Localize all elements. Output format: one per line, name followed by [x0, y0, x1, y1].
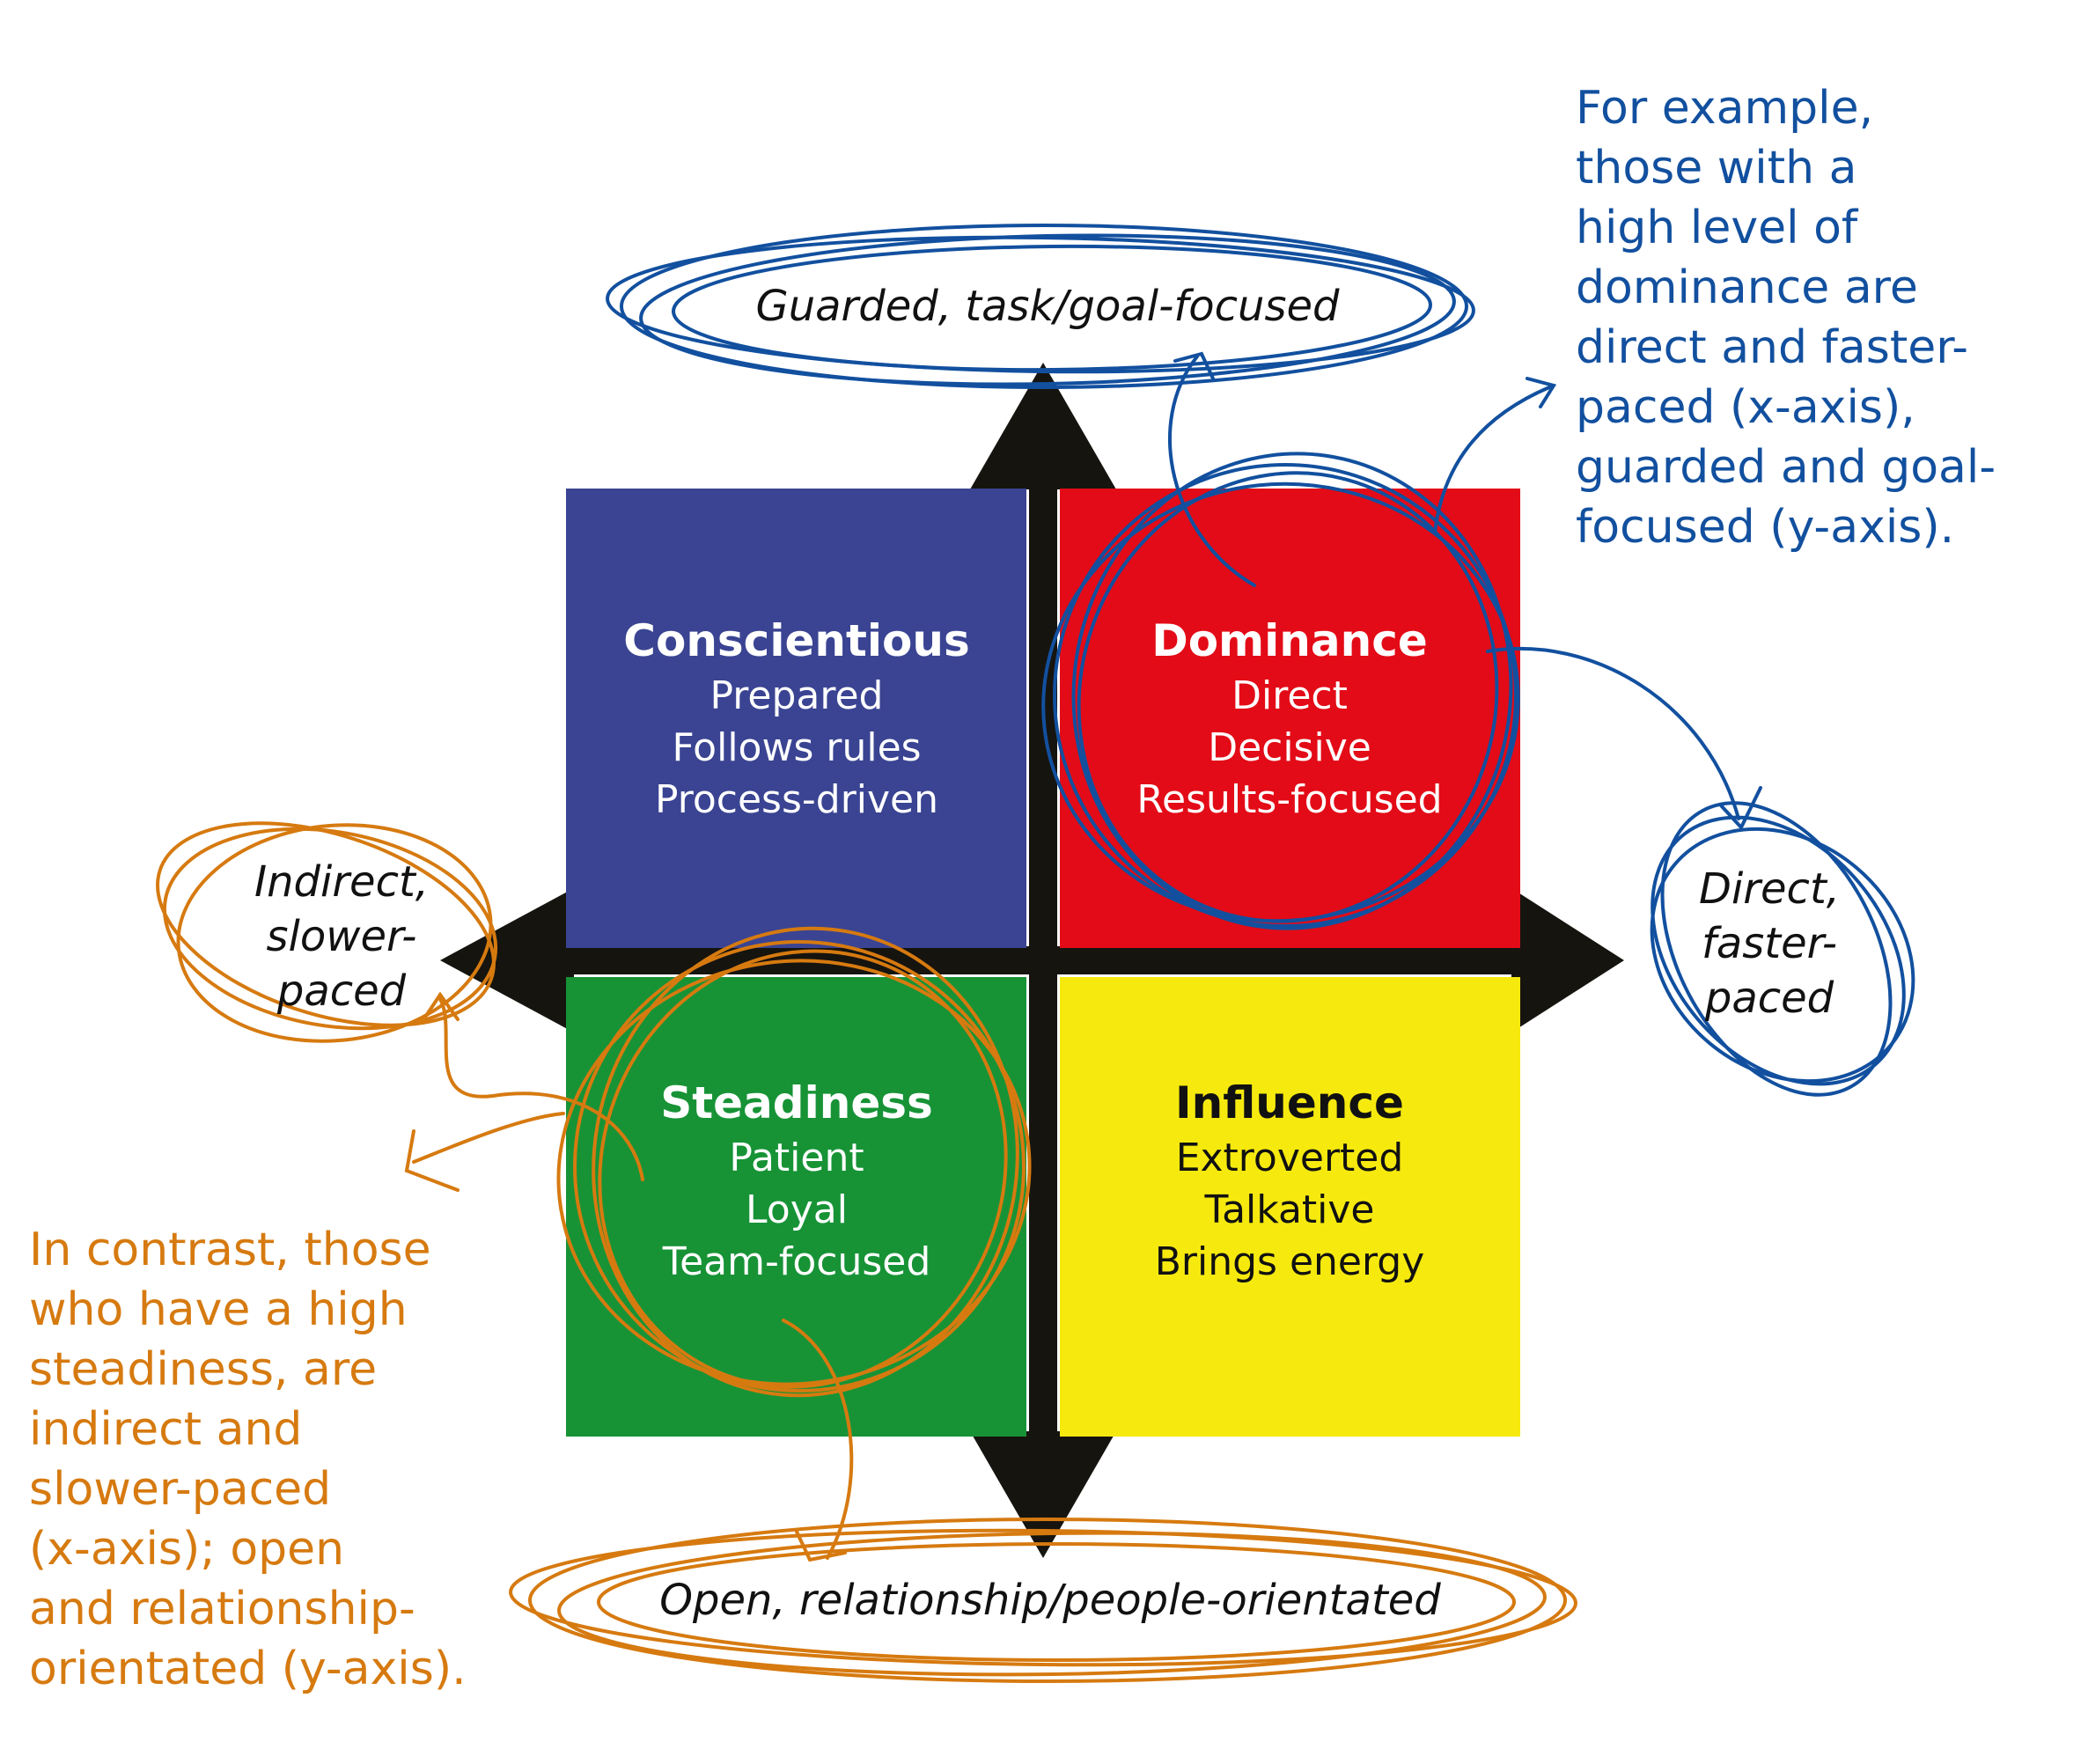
dominance-trait: Results-focused: [1136, 777, 1442, 822]
blue-connector-arrow: [1433, 386, 1551, 534]
right-axis-label-line: Direct,: [1699, 864, 1840, 914]
blue-connector-arrow: [1526, 377, 1557, 408]
influence-trait: Brings energy: [1155, 1239, 1425, 1284]
quadrant-influence: [1060, 977, 1520, 1437]
steadiness-title: Steadiness: [660, 1077, 933, 1128]
arrow-right-icon: [1511, 888, 1624, 1033]
arrow-up-icon: [970, 363, 1116, 489]
dominance-trait: Decisive: [1208, 725, 1371, 770]
blue-note-line: those with a: [1576, 142, 1857, 195]
right-axis-label-line: faster-: [1702, 919, 1837, 968]
orange-note-line: orientated (y-axis).: [29, 1643, 467, 1695]
blue-note-line: guarded and goal-: [1576, 441, 1996, 494]
influence-trait: Talkative: [1203, 1187, 1374, 1232]
top-label-scribble: [639, 233, 1456, 386]
blue-connector-arrow: [1168, 355, 1256, 587]
conscientious-trait: Prepared: [710, 673, 884, 718]
bottom-label-scribble: [557, 1531, 1547, 1677]
blue-connector-arrow: [1486, 646, 1740, 820]
left-axis-label-line: slower-: [267, 912, 417, 961]
bottom-label-scribble: [528, 1518, 1567, 1683]
orange-note-line: In contrast, those: [29, 1224, 431, 1276]
orange-connector-arrow: [421, 991, 460, 1023]
left-label-scribble: [176, 823, 493, 1043]
vertical-axis-bar: [1029, 489, 1057, 1461]
bottom-label-scribble: [509, 1528, 1577, 1667]
orange-connector-arrow: [438, 997, 644, 1181]
left-label-scribble: [156, 821, 496, 1027]
top-axis-label: Guarded, task/goal-focused: [756, 282, 1340, 331]
steadiness-scribble: [592, 926, 1019, 1398]
quadrant-steadiness: [566, 977, 1026, 1437]
left-axis-label-line: paced: [276, 967, 407, 1016]
bottom-label-scribble: [597, 1542, 1516, 1662]
orange-note-line: indirect and: [29, 1403, 302, 1456]
blue-connector-arrow: [1719, 786, 1762, 831]
orange-connector-arrow: [795, 1530, 847, 1562]
influence-trait: Extroverted: [1176, 1136, 1404, 1180]
arrow-down-icon: [970, 1431, 1116, 1558]
steadiness-scribble: [556, 959, 1032, 1386]
blue-connector-arrow: [1173, 351, 1215, 380]
blue-note-line: high level of: [1576, 202, 1859, 254]
right-label-scribble: [1650, 827, 1915, 1084]
dominance-scribble: [1077, 471, 1499, 923]
right-label-scribble: [1660, 801, 1893, 1097]
blue-note-line: focused (y-axis).: [1576, 501, 1954, 554]
steadiness-trait: Patient: [729, 1136, 864, 1180]
bottom-axis-label: Open, relationship/people-orientated: [659, 1576, 1441, 1625]
left-axis-label-line: Indirect,: [254, 857, 429, 907]
conscientious-title: Conscientious: [623, 615, 969, 666]
steadiness-trait: Team-focused: [662, 1239, 931, 1284]
conscientious-trait: Follows rules: [672, 725, 921, 770]
conscientious-trait: Process-driven: [655, 777, 938, 822]
orange-connector-arrow: [782, 1319, 854, 1560]
orange-annotations: [156, 821, 1577, 1683]
blue-note-line: paced (x-axis),: [1576, 381, 1915, 434]
orange-note-line: who have a high: [29, 1283, 408, 1336]
orange-note-line: and relationship-: [29, 1583, 415, 1635]
steadiness-trait: Loyal: [746, 1187, 848, 1232]
quadrant-conscientious: [566, 489, 1026, 948]
influence-title: Influence: [1175, 1077, 1404, 1128]
blue-note-line: dominance are: [1576, 261, 1918, 314]
orange-note-line: steadiness, are: [29, 1343, 377, 1396]
blue-note-line: direct and faster-: [1576, 321, 1968, 374]
arrow-left-icon: [440, 888, 574, 1033]
orange-note-line: (x-axis); open: [29, 1523, 344, 1576]
top-label-scribble: [672, 244, 1432, 372]
dominance-title: Dominance: [1151, 615, 1428, 666]
steadiness-scribble: [573, 940, 1026, 1393]
blue-note-line: For example,: [1576, 82, 1873, 135]
dominance-scribble: [1053, 463, 1518, 928]
blue-annotations: [606, 224, 1915, 1097]
dominance-trait: Direct: [1231, 673, 1348, 718]
top-label-scribble: [620, 224, 1468, 389]
right-axis-label-line: paced: [1704, 974, 1834, 1023]
dominance-scribble: [1071, 452, 1513, 930]
steadiness-scribble: [598, 949, 1008, 1389]
orange-note-line: slower-paced: [29, 1463, 331, 1516]
orange-connector-arrow: [404, 1129, 460, 1192]
orange-connector-arrow: [412, 1112, 565, 1164]
